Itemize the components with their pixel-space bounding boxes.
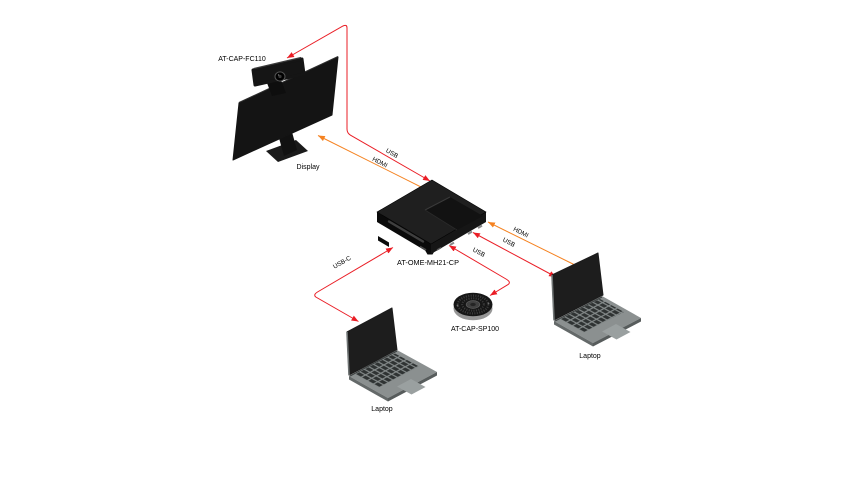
laptop-left-trackpad [397, 379, 426, 395]
switcher-vent-slot [387, 220, 425, 243]
laptop-right-edge-front-left [554, 321, 593, 347]
hdmi-line-laptop-right [487, 221, 581, 268]
laptop-right-label: Laptop [579, 353, 601, 360]
speakerphone-center-button [470, 302, 476, 307]
display-top-edge [238, 56, 339, 103]
laptop-left-hinge [349, 350, 398, 377]
display-label: Display [297, 164, 320, 171]
switcher-foot-left [378, 236, 389, 247]
laptop-left-label: Laptop [371, 406, 393, 413]
connection-laptop-right-hdmi: HDMI [487, 221, 581, 268]
speakerphone-grille-ring-inner [461, 297, 485, 312]
laptop-right-trackpad [602, 324, 631, 340]
connection-label-usb-camera: USB [384, 147, 399, 160]
switcher-usb-port-2 [449, 241, 455, 246]
connection-label-usb-speakerphone: USB [471, 247, 486, 259]
switcher-inset-edge-lower [424, 209, 458, 231]
usbc-line-laptop-left [314, 247, 394, 322]
laptop-left-edge-front-left [349, 376, 388, 402]
usb-line-speakerphone [448, 245, 510, 296]
laptop-right-hinge [554, 296, 603, 322]
camera-lens-glint [277, 74, 280, 76]
connection-laptop-left-usbc: USB-C [314, 247, 394, 322]
camera-top-highlight [253, 56, 302, 70]
switcher-front-logo [436, 247, 442, 251]
display-stand-neck [279, 132, 297, 156]
camera-label: AT-CAP-FC110 [218, 56, 266, 63]
laptop-left-lid-edge [346, 331, 350, 376]
camera-device: AT-CAP-FC110 [218, 56, 306, 96]
connection-speakerphone-usb: USB [448, 245, 510, 296]
switcher-label: AT-OME-MH21-CP [397, 258, 459, 267]
laptop-right-keyboard [560, 299, 624, 333]
laptop-right-lid-edge [551, 274, 555, 321]
switcher-device: AT-OME-MH21-CP [376, 179, 487, 267]
connection-label-usb-laptop-right: USB [501, 237, 516, 249]
switcher-inset-edge-highlight [424, 196, 451, 211]
usb-line-camera [286, 24, 431, 182]
switcher-face-right [431, 212, 486, 254]
usb-line-laptop-right [472, 232, 557, 278]
switcher-top-inset-panel [425, 197, 483, 230]
connection-label-hdmi-display: HDMI [371, 156, 389, 170]
speakerphone-label: AT-CAP-SP100 [451, 326, 499, 333]
speakerphone-device: AT-CAP-SP100 [451, 292, 499, 333]
laptop-left-keyboard [355, 353, 419, 388]
speakerphone-button-dot-right [487, 302, 490, 305]
camera-lens-pupil [278, 74, 282, 79]
speakerphone-grille-ring-outer [456, 294, 490, 315]
laptop-right-device: Laptop [551, 252, 641, 360]
connection-laptop-right-usb: USB [472, 232, 557, 278]
switcher-hdmi-port [477, 224, 483, 229]
switcher-usb-port-1 [467, 230, 473, 235]
speakerphone-button-dot-left [456, 304, 459, 307]
laptop-left-device: Laptop [346, 307, 437, 413]
connection-label-hdmi-laptop-right: HDMI [512, 226, 530, 240]
display-device: Display [232, 56, 339, 171]
camera-mount [267, 80, 286, 96]
switcher-usbc-port [419, 245, 427, 251]
connection-label-usbc-laptop-left: USB-C [332, 255, 353, 271]
